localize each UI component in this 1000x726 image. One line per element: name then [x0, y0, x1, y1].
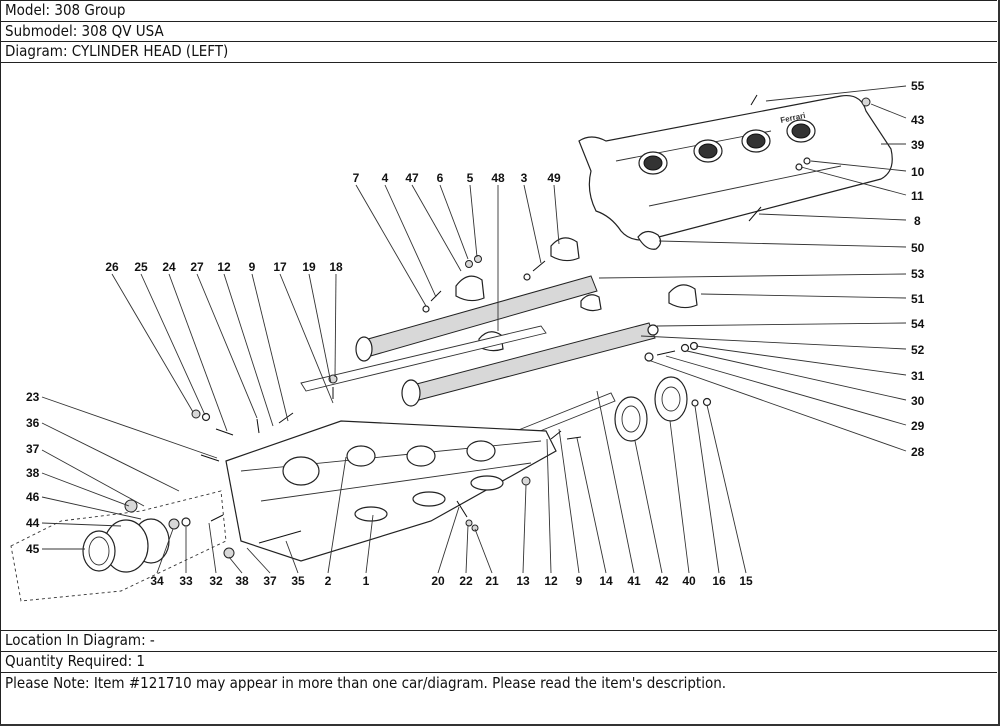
callout-21[interactable]: 21 — [485, 574, 499, 588]
callout-19[interactable]: 19 — [302, 260, 316, 274]
exploded-view-drawing: Ferrari — [10, 79, 925, 602]
callouts-bottom: 34 33 32 38 37 35 2 1 20 22 21 13 12 9 1… — [150, 574, 753, 588]
callout-38[interactable]: 38 — [26, 466, 40, 480]
callout-40[interactable]: 40 — [682, 574, 696, 588]
callout-28[interactable]: 28 — [911, 445, 925, 459]
callouts-top-middle: 7 4 47 6 5 48 3 49 — [353, 171, 561, 185]
callout-52[interactable]: 52 — [911, 343, 925, 357]
callout-5[interactable]: 5 — [467, 171, 474, 185]
callout-24[interactable]: 24 — [162, 260, 176, 274]
callout-45[interactable]: 45 — [26, 542, 40, 556]
callout-38-bottom[interactable]: 38 — [235, 574, 249, 588]
fasteners — [191, 255, 712, 544]
callout-16[interactable]: 16 — [712, 574, 726, 588]
callouts-left: 23 36 37 38 46 44 45 — [26, 390, 40, 556]
callout-8[interactable]: 8 — [914, 214, 921, 228]
callout-14[interactable]: 14 — [599, 574, 613, 588]
parts-diagram: Ferrari — [0, 62, 997, 630]
callout-54[interactable]: 54 — [911, 317, 925, 331]
callout-51[interactable]: 51 — [911, 292, 925, 306]
callout-17[interactable]: 17 — [273, 260, 287, 274]
location-in-diagram: Location In Diagram: - — [0, 630, 997, 651]
callouts-top-left: 26 25 24 27 12 9 17 19 18 — [105, 260, 343, 274]
item-note: Please Note: Item #121710 may appear in … — [0, 672, 997, 724]
callout-49[interactable]: 49 — [547, 171, 561, 185]
callout-25[interactable]: 25 — [134, 260, 148, 274]
callout-9-bottom[interactable]: 9 — [576, 574, 583, 588]
callout-50[interactable]: 50 — [911, 241, 925, 255]
callout-23[interactable]: 23 — [26, 390, 40, 404]
callout-13[interactable]: 13 — [516, 574, 530, 588]
callout-22[interactable]: 22 — [459, 574, 473, 588]
callout-46[interactable]: 46 — [26, 490, 40, 504]
callout-47[interactable]: 47 — [405, 171, 419, 185]
callout-10[interactable]: 10 — [911, 165, 925, 179]
callout-30[interactable]: 30 — [911, 394, 925, 408]
callout-6[interactable]: 6 — [437, 171, 444, 185]
model-label: Model: 308 Group — [0, 0, 997, 21]
callout-1[interactable]: 1 — [363, 574, 370, 588]
callout-15[interactable]: 15 — [739, 574, 753, 588]
callout-53[interactable]: 53 — [911, 267, 925, 281]
callout-4[interactable]: 4 — [382, 171, 389, 185]
callout-18[interactable]: 18 — [329, 260, 343, 274]
callout-35[interactable]: 35 — [291, 574, 305, 588]
callout-26[interactable]: 26 — [105, 260, 119, 274]
camshafts — [355, 275, 659, 407]
callout-39[interactable]: 39 — [911, 138, 925, 152]
callout-7[interactable]: 7 — [353, 171, 360, 185]
callout-36[interactable]: 36 — [26, 416, 40, 430]
callout-2[interactable]: 2 — [325, 574, 332, 588]
callout-3[interactable]: 3 — [521, 171, 528, 185]
callout-48[interactable]: 48 — [491, 171, 505, 185]
callout-37-bottom[interactable]: 37 — [263, 574, 277, 588]
callout-27[interactable]: 27 — [190, 260, 204, 274]
callout-43[interactable]: 43 — [911, 113, 925, 127]
callout-33[interactable]: 33 — [179, 574, 193, 588]
callout-9[interactable]: 9 — [249, 260, 256, 274]
callout-42[interactable]: 42 — [655, 574, 669, 588]
callout-32[interactable]: 32 — [209, 574, 223, 588]
callout-20[interactable]: 20 — [431, 574, 445, 588]
callout-55[interactable]: 55 — [911, 79, 925, 93]
callout-12[interactable]: 12 — [217, 260, 231, 274]
callout-29[interactable]: 29 — [911, 419, 925, 433]
diagram-name-label: Diagram: CYLINDER HEAD (LEFT) — [0, 41, 997, 62]
valve-cover: Ferrari — [578, 94, 893, 250]
leader-lines — [41, 85, 907, 574]
front-seals — [82, 499, 235, 573]
submodel-label: Submodel: 308 QV USA — [0, 21, 997, 41]
quantity-required: Quantity Required: 1 — [0, 651, 997, 672]
callout-34[interactable]: 34 — [150, 574, 164, 588]
callout-41[interactable]: 41 — [627, 574, 641, 588]
callout-11[interactable]: 11 — [911, 189, 924, 203]
callout-31[interactable]: 31 — [911, 369, 925, 383]
callouts-right: 55 43 39 10 11 8 50 53 51 54 52 31 30 29… — [911, 79, 925, 459]
callout-37[interactable]: 37 — [26, 442, 40, 456]
callout-44[interactable]: 44 — [26, 516, 40, 530]
callout-12-bottom[interactable]: 12 — [544, 574, 558, 588]
